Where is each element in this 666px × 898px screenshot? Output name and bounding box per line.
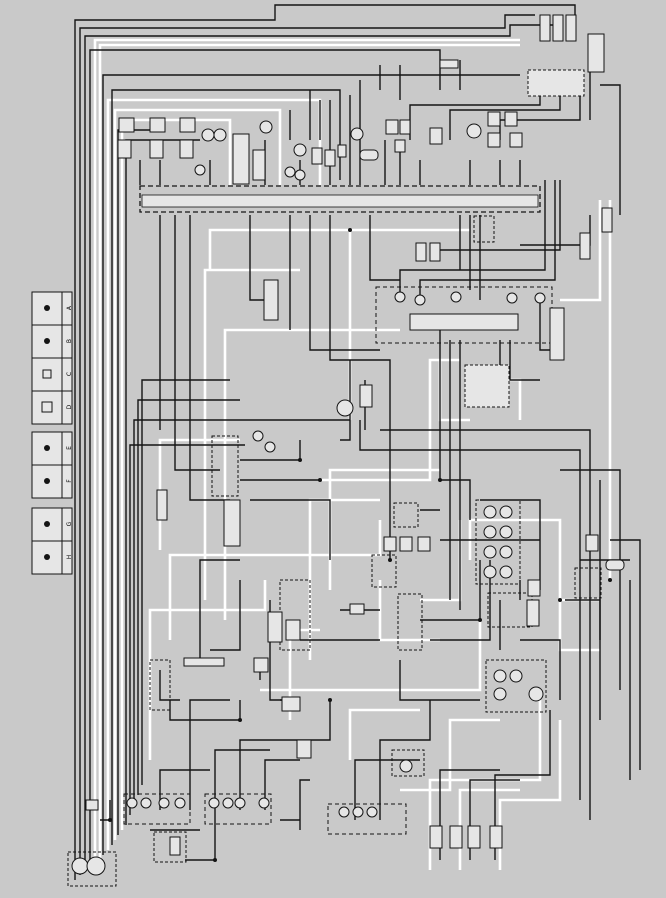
legend-panel-1: A B C D [31,291,73,425]
right-switch-cluster [475,499,625,713]
legend-code-e: E [66,446,73,450]
right-side-connectors [415,207,613,262]
main-harness [139,185,541,213]
legend-code-f: F [66,479,73,483]
legend-code-h: H [66,555,73,560]
square-connector-icon [42,369,52,379]
legend-panel-2: E F [31,431,73,499]
ecu-block [375,286,565,408]
round-connector-icon [44,305,50,311]
top-components-row [117,111,523,185]
round-connector-icon [44,338,50,344]
legend-panel-3: G H [31,507,73,575]
round-connector-icon [44,445,50,451]
legend-code-g: G [66,521,73,526]
junction-dots [108,228,612,862]
legend-panels: A B C D E F G H [31,291,73,575]
plug-connector-icon [41,401,53,413]
round-connector-icon [44,478,50,484]
left-mid-components [156,279,373,547]
center-lower-components [149,502,431,759]
round-connector-icon [44,521,50,527]
legend-code-a: A [66,305,73,310]
legend-code-b: B [66,339,73,343]
legend-code-c: C [66,372,73,376]
round-connector-icon [44,554,50,560]
top-right-connector-cluster [439,14,605,97]
legend-code-d: D [66,404,73,409]
bottom-components [67,749,503,887]
